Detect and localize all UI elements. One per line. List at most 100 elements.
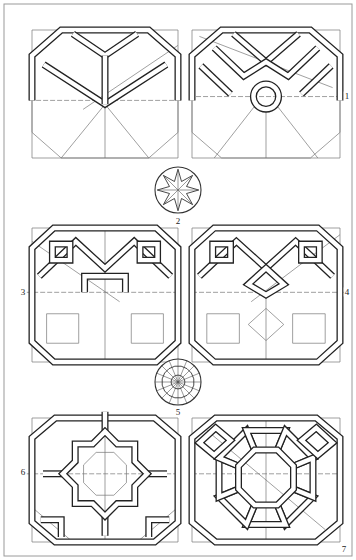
band-outline <box>41 520 61 537</box>
band-outline <box>52 244 70 260</box>
band-fill <box>302 244 320 260</box>
band-fill <box>85 276 126 292</box>
band-outline <box>192 228 340 362</box>
rosette <box>155 359 201 405</box>
band-fill <box>63 432 147 516</box>
band-fill <box>233 34 298 62</box>
pattern-panel <box>26 228 178 362</box>
construction-line <box>32 100 178 158</box>
rosette-spoke <box>157 190 178 191</box>
band-fill <box>239 450 294 505</box>
band-fill <box>149 520 169 537</box>
band-fill <box>214 48 318 76</box>
callout-number: 1 <box>344 92 351 101</box>
construction-line <box>214 107 254 158</box>
band-outline <box>192 418 340 542</box>
construction-line <box>105 228 106 362</box>
rosette-circle <box>155 167 201 213</box>
pattern-panel <box>189 30 343 158</box>
construction-line <box>26 292 178 293</box>
construction-line <box>61 104 105 158</box>
band-outline <box>233 34 298 62</box>
band-outline <box>140 244 158 260</box>
band-outline <box>192 30 340 100</box>
band-ring-fill <box>253 84 278 109</box>
band-fill <box>192 418 340 542</box>
construction-line <box>192 418 340 542</box>
band-fill <box>199 428 230 455</box>
band-fill <box>103 56 107 105</box>
rosette-spoke <box>178 382 179 405</box>
construction-line <box>105 104 106 158</box>
construction-line <box>105 104 149 158</box>
construction-line <box>84 452 127 495</box>
pattern-panel <box>26 412 178 542</box>
band-outline <box>85 276 126 292</box>
rosette-spoke <box>178 175 193 190</box>
band-fill <box>39 241 170 276</box>
band-outline <box>248 268 284 295</box>
rosette-spoke <box>178 382 187 403</box>
rosette-spoke <box>157 382 178 391</box>
callout-number: 4 <box>344 288 351 297</box>
band-outline <box>302 244 320 260</box>
band-outline <box>39 241 170 276</box>
construction-line <box>26 473 178 474</box>
band-fill <box>73 34 137 56</box>
construction-line <box>32 30 178 158</box>
callout-number: 5 <box>175 408 182 417</box>
rosette-circle <box>155 359 201 405</box>
pattern-panel <box>192 418 340 542</box>
pattern-panel <box>192 228 346 362</box>
plate-border <box>4 4 352 556</box>
construction-line <box>266 112 267 158</box>
band-fill <box>32 418 178 542</box>
construction-line <box>47 314 79 343</box>
band-outline <box>302 66 332 94</box>
construction-line <box>32 228 178 362</box>
band-fill <box>52 244 70 260</box>
callout-number: 2 <box>175 217 182 226</box>
rosette-spoke <box>178 373 199 382</box>
rosette-inner <box>171 375 185 389</box>
band-ring-outline <box>253 84 278 109</box>
band-outline <box>239 450 294 505</box>
band-fill <box>192 228 340 362</box>
construction-line <box>207 314 240 343</box>
band-fill <box>248 268 284 295</box>
rosette-ring <box>162 366 194 398</box>
band-fill <box>302 428 333 455</box>
rosette-spoke <box>155 382 178 383</box>
callout-number: 7 <box>341 545 348 554</box>
band-outline <box>149 520 169 537</box>
rosette <box>155 167 201 213</box>
rosette-spoke <box>178 190 179 211</box>
band-outline <box>302 428 333 455</box>
band-fill <box>32 228 178 362</box>
construction-line <box>293 314 326 343</box>
construction-line <box>278 107 318 158</box>
rosette-spoke <box>163 190 178 205</box>
callout-number: 3 <box>20 288 27 297</box>
rosette-spoke <box>178 190 193 205</box>
band-outline <box>73 34 137 56</box>
band-fill <box>192 30 340 100</box>
rosette-spoke <box>163 175 178 190</box>
construction-line <box>32 418 178 542</box>
rosette-spoke <box>178 190 199 191</box>
band-outline <box>214 48 318 76</box>
band-fill <box>41 520 61 537</box>
rosette-spoke <box>178 359 179 382</box>
construction-line <box>189 96 343 97</box>
band-fill <box>140 244 158 260</box>
callout-number: 6 <box>20 468 27 477</box>
band-outline <box>201 66 231 94</box>
rosette-spoke <box>178 169 179 190</box>
band-fill <box>201 66 231 94</box>
band-outline <box>32 418 178 542</box>
rosette-star <box>157 169 198 210</box>
band-outline <box>102 56 109 105</box>
